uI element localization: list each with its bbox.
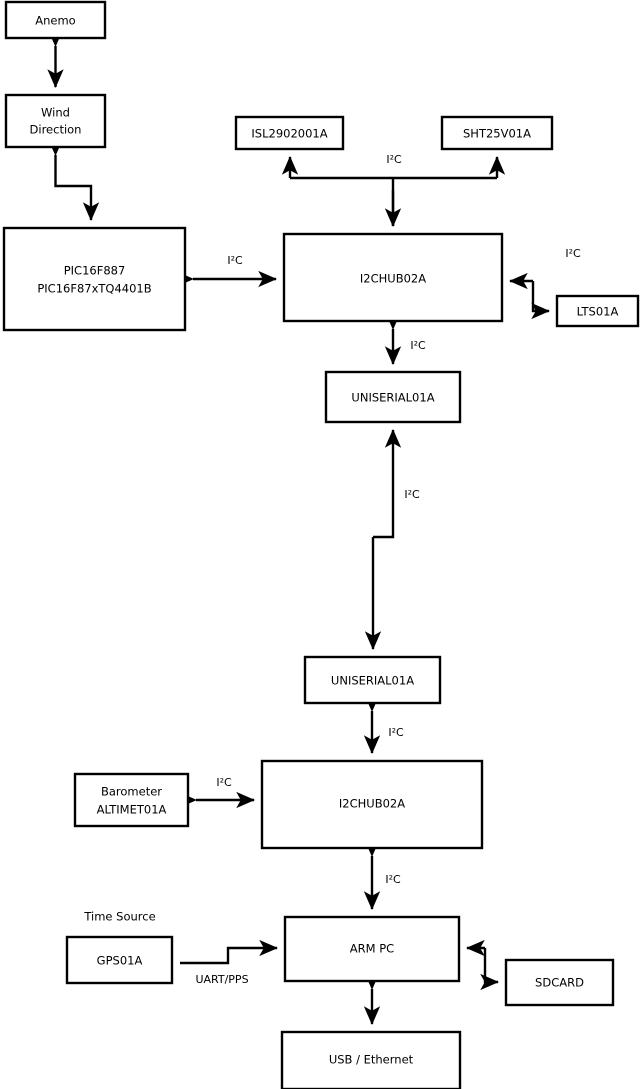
free-labels-layer: Time Source: [83, 910, 155, 924]
node-lts01a-label: LTS01A: [577, 305, 619, 319]
edge-armpc-sd-out: [480, 948, 499, 991]
node-sdcard-box[interactable]: [504, 958, 615, 1007]
node-arm-pc[interactable]: ARM PC: [283, 915, 461, 983]
node-i2chub02a-bottom[interactable]: I2CHUB02A: [260, 759, 484, 850]
node-pic-mcu-box[interactable]: [2, 226, 187, 332]
node-pic-mcu[interactable]: PIC16F887 PIC16F87xTQ4401B: [2, 226, 187, 332]
edge-wind-pic: [47, 137, 100, 221]
node-isl2902001a[interactable]: ISL2902001A: [234, 115, 345, 151]
edge-labels-layer: I²C I²C I²C I²C I²C I²C I²C I²C UART/PPS: [195, 153, 581, 986]
node-sdcard-label: SDCARD: [535, 976, 584, 990]
node-barometer-label-line1: Barometer: [101, 785, 162, 799]
node-lts01a[interactable]: LTS01A: [555, 294, 640, 328]
node-sht25v01a-box[interactable]: [440, 115, 554, 151]
node-usb-ethernet[interactable]: USB / Ethernet: [280, 1030, 462, 1089]
node-uniserial01a-bottom-box[interactable]: [303, 655, 442, 705]
edge-label-hub-armpc: I²C: [385, 873, 401, 886]
node-i2chub02a-bottom-box[interactable]: [260, 759, 484, 850]
edge-label-hub-lts: I²C: [565, 247, 581, 260]
node-uniserial01a-top[interactable]: UNISERIAL01A: [324, 370, 462, 424]
node-sdcard[interactable]: SDCARD: [504, 958, 615, 1007]
label-time-source: Time Source: [83, 910, 155, 924]
node-lts01a-box[interactable]: [555, 294, 640, 328]
node-i2chub02a-top-label: I2CHUB02A: [360, 272, 426, 286]
edge-uni-uni-up: [373, 429, 402, 539]
node-gps01a[interactable]: GPS01A: [65, 935, 174, 985]
node-isl2902001a-box[interactable]: [234, 115, 345, 151]
node-i2chub02a-bottom-label: I2CHUB02A: [339, 797, 405, 811]
node-wind-direction-label-line1: Wind: [41, 106, 70, 120]
node-wind-direction[interactable]: Wind Direction: [4, 93, 107, 149]
edge-gps-armpc: [180, 939, 278, 965]
edge-hub-lts-in: [531, 281, 550, 320]
node-isl2902001a-label: ISL2902001A: [251, 127, 327, 141]
node-sht25v01a[interactable]: SHT25V01A: [440, 115, 554, 151]
edge-label-hub-sensors: I²C: [386, 153, 402, 166]
node-barometer-label-line2: ALTIMET01A: [97, 803, 167, 817]
edge-label-uni-uni: I²C: [404, 488, 420, 501]
node-arm-pc-box[interactable]: [283, 915, 461, 983]
node-i2chub02a-top[interactable]: I2CHUB02A: [282, 232, 504, 323]
edge-label-pic-hub: I²C: [227, 254, 243, 267]
node-barometer-box[interactable]: [73, 772, 190, 828]
node-usb-ethernet-box[interactable]: [280, 1030, 462, 1089]
node-pic-mcu-label-line2: PIC16F87xTQ4401B: [37, 282, 151, 296]
node-usb-ethernet-label: USB / Ethernet: [329, 1053, 414, 1067]
edge-label-uni-hub-bot: I²C: [388, 726, 404, 739]
node-uniserial01a-top-box[interactable]: [324, 370, 462, 424]
node-uniserial01a-bottom-label: UNISERIAL01A: [331, 674, 414, 688]
node-arm-pc-label: ARM PC: [350, 942, 394, 956]
node-pic-mcu-label-line1: PIC16F887: [64, 264, 126, 278]
edge-label-hub-uni-top: I²C: [410, 339, 426, 352]
edge-label-baro-hub: I²C: [216, 776, 232, 789]
connectors-layer: [47, 28, 550, 1025]
node-wind-direction-box[interactable]: [4, 93, 107, 149]
node-uniserial01a-top-label: UNISERIAL01A: [351, 391, 434, 405]
node-gps01a-box[interactable]: [65, 935, 174, 985]
node-gps01a-label: GPS01A: [97, 954, 143, 968]
node-sht25v01a-label: SHT25V01A: [463, 127, 531, 141]
node-anemo-box[interactable]: [4, 0, 107, 40]
node-wind-direction-label-line2: Direction: [30, 123, 82, 137]
node-barometer[interactable]: Barometer ALTIMET01A: [73, 772, 190, 828]
edge-label-gps-armpc: UART/PPS: [195, 973, 248, 986]
node-anemo[interactable]: Anemo: [4, 0, 107, 40]
node-uniserial01a-bottom[interactable]: UNISERIAL01A: [303, 655, 442, 705]
node-i2chub02a-top-box[interactable]: [282, 232, 504, 323]
node-anemo-label: Anemo: [35, 14, 75, 28]
